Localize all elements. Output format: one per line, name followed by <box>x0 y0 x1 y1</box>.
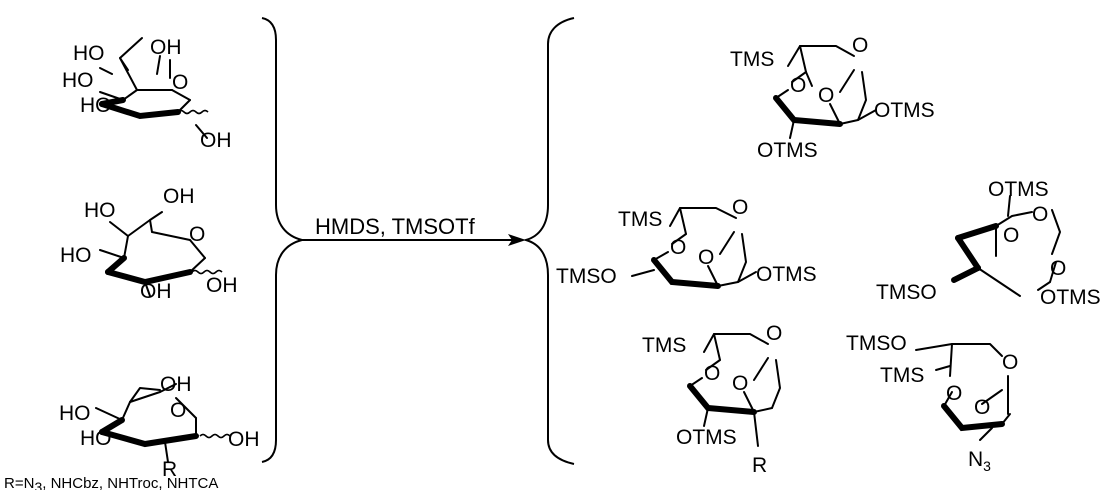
label-oh-anomeric: OH <box>228 428 260 451</box>
ring-oxygen: O <box>189 223 205 246</box>
label-ho-1: HO <box>84 199 116 222</box>
ring-oxygen-1: O <box>1032 203 1048 226</box>
ring-oxygen-2: O <box>818 84 834 107</box>
label-r-group: R <box>752 454 767 477</box>
label-otms-bottom: OTMS <box>676 426 737 449</box>
ring-oxygen-1: O <box>704 362 720 385</box>
ring-oxygen-2: O <box>698 246 714 269</box>
label-otms-right: OTMS <box>756 263 817 286</box>
ring-oxygen-1: O <box>1002 351 1018 374</box>
ring-oxygen-3: O <box>974 396 990 419</box>
label-tms: TMS <box>642 334 686 357</box>
label-ho-3: HO <box>80 94 112 117</box>
label-tms: TMS <box>880 364 924 387</box>
label-tmso: TMSO <box>846 332 907 355</box>
starting-material-galactose: HO OH O HO OH OH <box>60 185 238 303</box>
ring-oxygen-2: O <box>946 382 962 405</box>
label-oh-1: OH <box>150 36 182 59</box>
ring-oxygen: O <box>172 71 188 94</box>
bridge-oxygen: O <box>852 34 868 57</box>
label-tms: TMS <box>618 208 662 231</box>
bridge-oxygen: O <box>766 322 782 345</box>
label-ho-2: HO <box>60 244 92 267</box>
label-oh-6: OH <box>160 373 192 396</box>
starting-material-glucose-r: OH O HO HO R OH <box>59 373 260 481</box>
label-oh-anomeric: OH <box>200 129 232 152</box>
label-ho-1: HO <box>59 402 91 425</box>
label-oh-1: OH <box>163 185 195 208</box>
left-bracket <box>261 17 303 463</box>
label-tmso-left: TMSO <box>556 265 617 288</box>
label-otms-top: OTMS <box>988 178 1049 201</box>
ring-oxygen-1: O <box>790 74 806 97</box>
product-1: TMS O O O OTMS OTMS <box>730 34 935 162</box>
product-3: OTMS O O O TMSO OTMS <box>876 178 1101 309</box>
label-otms-right: OTMS <box>1040 286 1101 309</box>
product-2: TMS O O O TMSO OTMS <box>556 196 817 289</box>
r-group-note: R=N3, NHCbz, NHTroc, NHTCA <box>4 475 218 490</box>
label-ho-2: HO <box>80 427 112 450</box>
label-azide: N3 <box>968 448 991 474</box>
label-tms: TMS <box>730 48 774 71</box>
ring-oxygen-2: O <box>732 372 748 395</box>
product-5: TMSO TMS O O O N3 <box>846 332 1018 474</box>
label-otms-right: OTMS <box>874 99 935 122</box>
product-4: TMS O O O OTMS R <box>642 322 782 477</box>
ring-oxygen: O <box>170 399 186 422</box>
ring-oxygen-3: O <box>1050 257 1066 280</box>
bridge-oxygen: O <box>732 196 748 219</box>
label-oh-anomeric: OH <box>206 274 238 297</box>
label-oh-2: OH <box>140 280 172 303</box>
label-otms-bottom: OTMS <box>757 139 818 162</box>
ring-oxygen-1: O <box>670 236 686 259</box>
right-bracket <box>522 17 575 465</box>
label-tmso-left: TMSO <box>876 281 937 304</box>
label-ho-1: HO <box>73 42 105 65</box>
starting-material-mannose: HO OH HO O HO OH <box>62 36 232 152</box>
label-ho-2: HO <box>62 69 94 92</box>
label-r-group: R <box>162 458 177 481</box>
ring-oxygen-2: O <box>1003 224 1019 247</box>
reaction-conditions: HMDS, TMSOTf <box>315 214 476 239</box>
arrow-head <box>508 234 526 246</box>
